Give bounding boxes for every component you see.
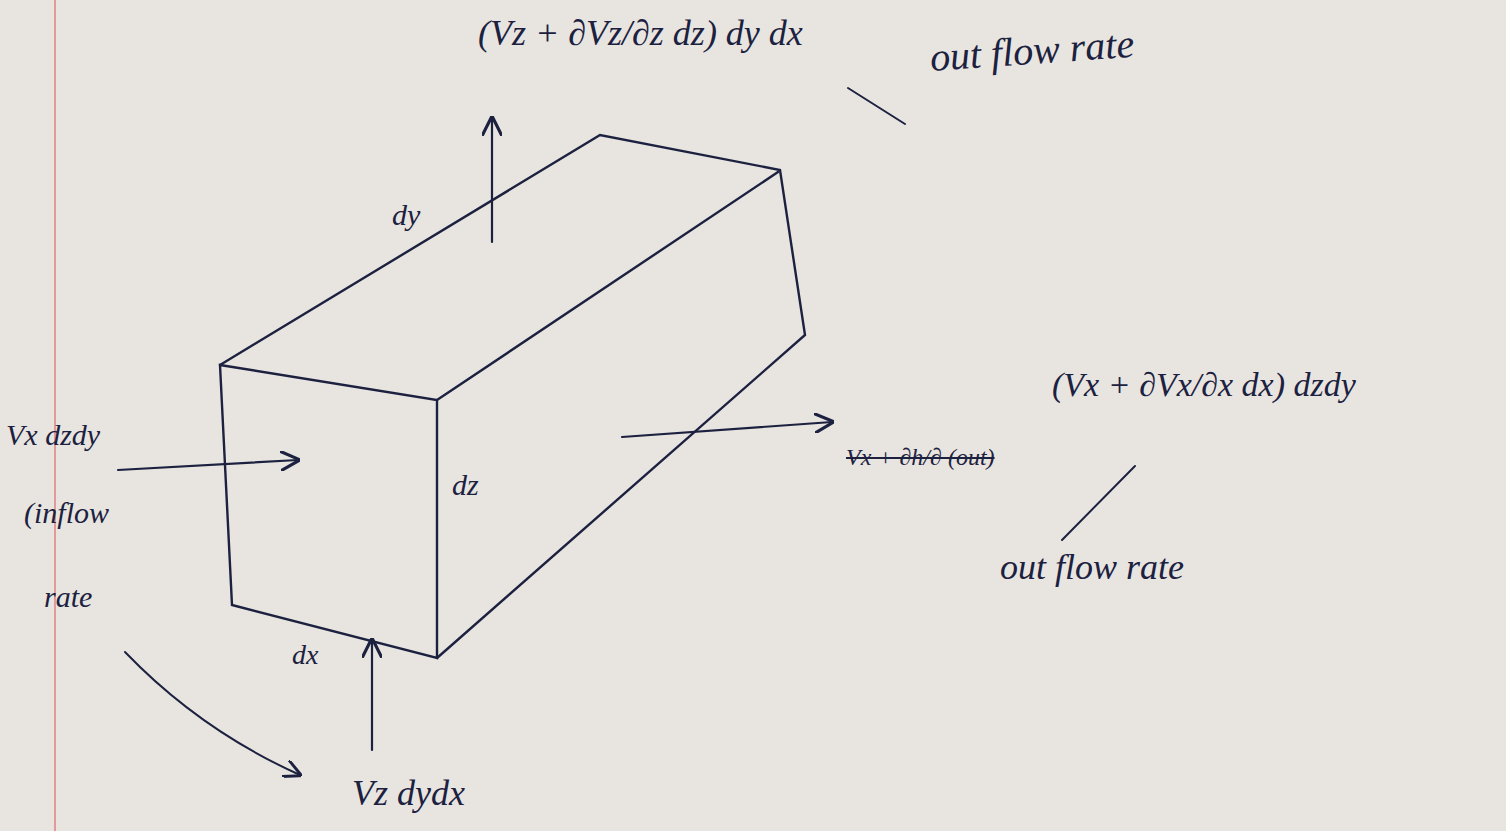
flux-expression: Vx dzdy — [6, 418, 100, 451]
flux-expression: (Vz + ∂Vz/∂z dz) dy dx — [478, 14, 803, 54]
flux-expression: (Vx + ∂Vx/∂x dx) dzdy — [1052, 366, 1356, 403]
flow-note: rate — [44, 580, 92, 613]
flux-expression: Vz dydx — [352, 774, 465, 814]
flow-note: (inflow — [24, 496, 109, 529]
leader-lines — [125, 88, 1135, 775]
struck-expression: Vx + ∂h/∂ (out) — [846, 444, 995, 470]
flow-note: out flow rate — [928, 22, 1135, 80]
flow-arrows — [118, 118, 832, 750]
margin-line — [54, 0, 56, 831]
dimension-label: dy — [392, 198, 420, 231]
dimension-label: dz — [452, 468, 479, 501]
flow-note: out flow rate — [1000, 548, 1184, 588]
dimension-label: dx — [292, 640, 318, 671]
prism — [220, 135, 805, 658]
